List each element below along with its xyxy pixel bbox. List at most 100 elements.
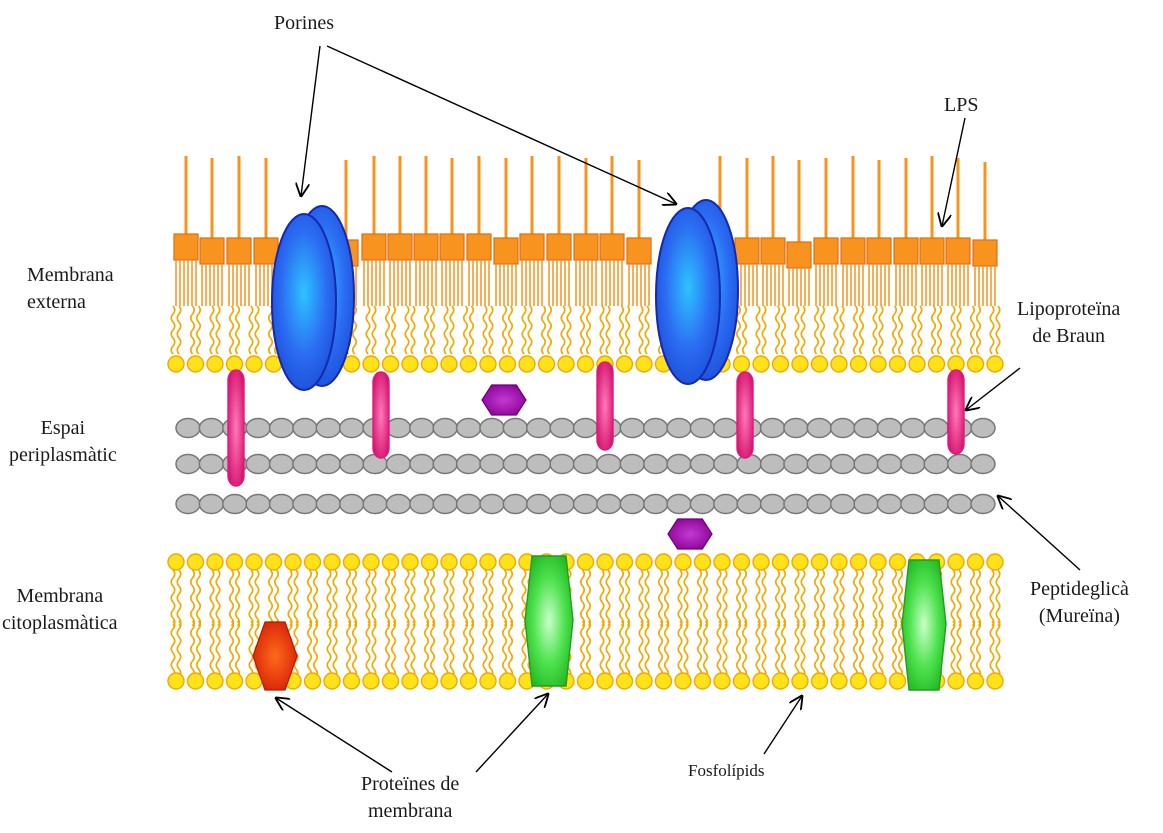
phospholipid-icon	[227, 621, 243, 689]
phospholipid-icon	[363, 621, 379, 689]
lps-molecule-icon	[946, 158, 970, 306]
peptidoglycan-bead-icon	[737, 495, 761, 514]
phospholipid-icon	[168, 554, 184, 626]
lps-molecule-icon	[494, 158, 518, 306]
peptidoglycan-bead-icon	[690, 455, 714, 474]
peptidoglycan-bead-icon	[176, 419, 200, 438]
peptidoglycan-bead-icon	[199, 419, 223, 438]
porin-icon	[272, 206, 354, 390]
phospholipid-icon	[773, 554, 789, 626]
phospholipid-icon	[753, 554, 769, 626]
pointer-arrow	[276, 698, 392, 772]
phospholipid-icon	[441, 306, 457, 372]
phospholipid-icon	[480, 621, 496, 689]
peptidoglycan-bead-icon	[690, 495, 714, 514]
peptidoglycan-bead-icon	[246, 495, 270, 514]
lps-molecule-icon	[174, 156, 198, 306]
peptidoglycan-bead-icon	[644, 455, 668, 474]
peptidoglycan-bead-icon	[597, 455, 621, 474]
lps-molecule-icon	[362, 156, 386, 306]
peptidoglycan-bead-icon	[620, 495, 644, 514]
phospholipid-icon	[480, 554, 496, 626]
phospholipid-icon	[188, 621, 204, 689]
peptidoglycan-bead-icon	[433, 419, 457, 438]
peptidoglycan-bead-icon	[340, 495, 364, 514]
braun-lipoprotein-icon	[228, 370, 244, 486]
pointer-arrow	[301, 46, 320, 196]
peptidoglycan-bead-icon	[667, 495, 691, 514]
phospholipid-icon	[675, 621, 691, 689]
phospholipid-icon	[500, 306, 516, 372]
pointer-arrow	[764, 696, 802, 754]
lps-molecule-icon	[814, 158, 838, 306]
lps-molecule-icon	[973, 162, 997, 306]
phospholipid-icon	[461, 554, 477, 626]
peptidoglycan-bead-icon	[293, 495, 317, 514]
phospholipid-icon	[675, 554, 691, 626]
braun-lipoprotein-icon	[597, 362, 613, 450]
peptidoglycan-bead-icon	[807, 419, 831, 438]
peptidoglycan-bead-icon	[690, 419, 714, 438]
peptidoglycan-bead-icon	[527, 455, 551, 474]
peptidoglycan-bead-icon	[714, 455, 738, 474]
peptidoglycan-bead-icon	[316, 419, 340, 438]
peptidoglycan-bead-icon	[831, 455, 855, 474]
label-lipoproteina-braun: Lipoproteïna de Braun	[1017, 296, 1120, 350]
phospholipid-icon	[500, 621, 516, 689]
phospholipid-icon	[578, 554, 594, 626]
peptidoglycan-bead-icon	[363, 495, 387, 514]
peptidoglycan-bead-icon	[550, 455, 574, 474]
phospholipid-icon	[812, 554, 828, 626]
periplasmic-protein-icon	[482, 385, 526, 415]
peptidoglycan-bead-icon	[831, 419, 855, 438]
phospholipid-icon	[363, 554, 379, 626]
peptidoglycan-bead-icon	[457, 455, 481, 474]
phospholipid-icon	[929, 306, 945, 372]
label-lipoproteina-line1: Lipoproteïna	[1017, 296, 1120, 323]
label-lps: LPS	[944, 92, 978, 119]
peptidoglycan-bead-icon	[293, 455, 317, 474]
peptidoglycan-bead-icon	[877, 455, 901, 474]
peptidoglycan-bead-icon	[527, 419, 551, 438]
phospholipid-icon	[188, 554, 204, 626]
phospholipid-icon	[168, 621, 184, 689]
peptidoglycan-bead-icon	[316, 495, 340, 514]
label-espai-periplasmatic: Espai periplasmàtic	[9, 415, 117, 469]
peptidoglycan-bead-icon	[901, 495, 925, 514]
lps-molecule-icon	[627, 160, 651, 306]
lps-molecule-icon	[761, 156, 785, 306]
phospholipid-icon	[851, 554, 867, 626]
phospholipid-icon	[968, 621, 984, 689]
peptidoglycan-bead-icon	[457, 495, 481, 514]
peptidoglycan-bead-icon	[199, 455, 223, 474]
peptidoglycan-bead-icon	[620, 455, 644, 474]
phospholipid-icon	[831, 621, 847, 689]
phospholipid-icon	[636, 306, 652, 372]
peptidoglycan-bead-icon	[480, 455, 504, 474]
lps-molecule-icon	[867, 160, 891, 306]
peptidoglycan-bead-icon	[410, 455, 434, 474]
phospholipid-icon	[480, 306, 496, 372]
phospholipid-icon	[812, 306, 828, 372]
peptidoglycan-bead-icon	[340, 455, 364, 474]
peptidoglycan-bead-icon	[877, 495, 901, 514]
peptidoglycan-bead-icon	[293, 419, 317, 438]
phospholipid-icon	[461, 306, 477, 372]
peptidoglycan-bead-icon	[971, 419, 995, 438]
peptidoglycan-bead-icon	[433, 495, 457, 514]
phospholipid-icon	[168, 306, 184, 372]
phospholipid-icon	[753, 621, 769, 689]
phospholipid-icon	[305, 554, 321, 626]
peptidoglycan-bead-icon	[574, 495, 598, 514]
peptidoglycan-bead-icon	[386, 419, 410, 438]
phospholipid-icon	[578, 306, 594, 372]
phospholipid-icon	[831, 554, 847, 626]
label-lipoproteina-line2: de Braun	[1017, 323, 1120, 350]
peptidoglycan-bead-icon	[644, 419, 668, 438]
phospholipid-icon	[714, 554, 730, 626]
phospholipid-icon	[617, 621, 633, 689]
peptidoglycan-bead-icon	[971, 455, 995, 474]
peptidoglycan-bead-icon	[340, 419, 364, 438]
